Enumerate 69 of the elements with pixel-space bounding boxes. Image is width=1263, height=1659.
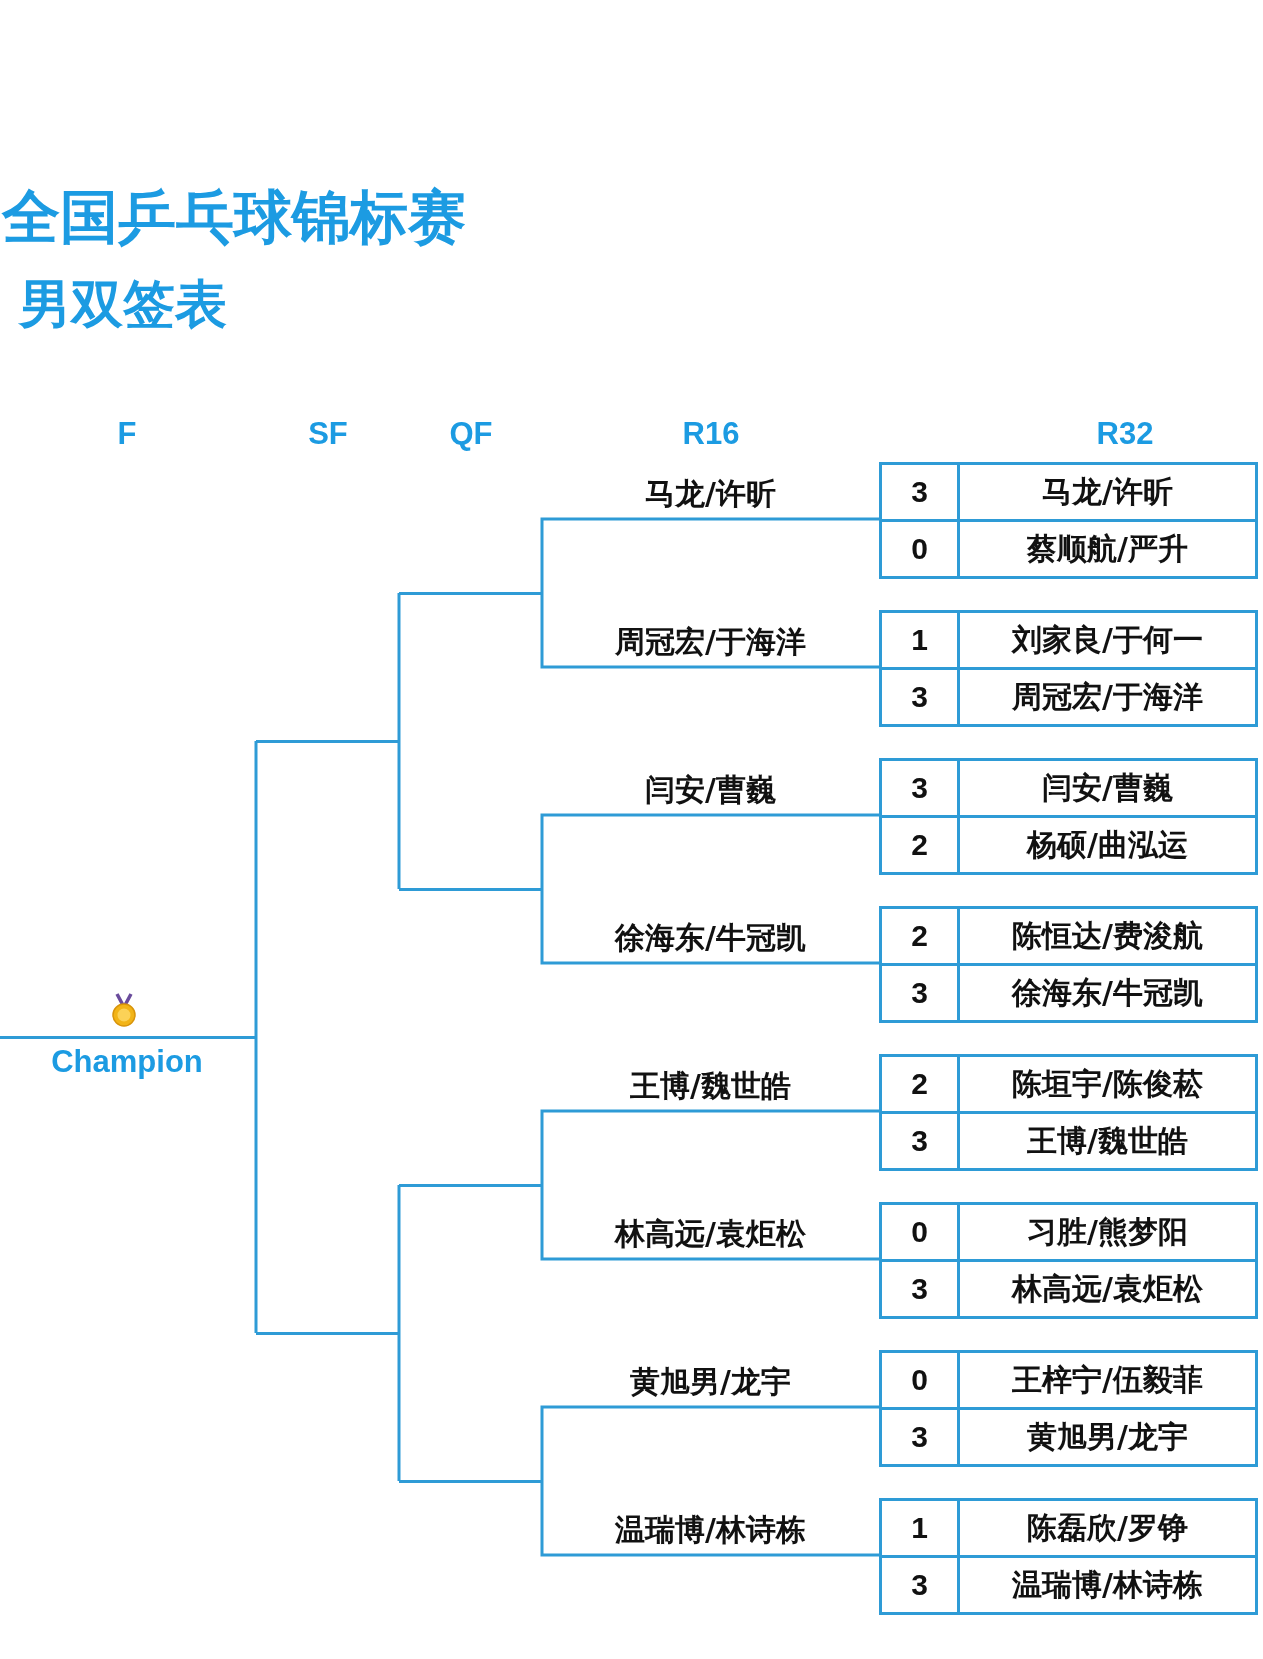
- name-cell: 马龙/许昕: [958, 463, 1257, 521]
- score-cell: 1: [880, 1499, 959, 1557]
- bracket-line: [397, 1183, 401, 1333]
- name-cell: 周冠宏/于海洋: [958, 668, 1257, 726]
- bracket-line: [399, 887, 542, 891]
- name-cell: 陈垣宇/陈俊菘: [958, 1055, 1257, 1113]
- score-cell: 2: [880, 907, 959, 965]
- winner-name: 林高远/袁炬松: [611, 1216, 810, 1251]
- match-table: [879, 906, 1258, 1023]
- score-cell: 3: [880, 1556, 959, 1614]
- name-cell: 刘家良/于何一: [958, 611, 1257, 669]
- column-header: QF: [449, 416, 493, 452]
- name-cell: 林高远/袁炬松: [958, 1260, 1257, 1318]
- bracket-line: [540, 813, 879, 889]
- match-table: [879, 1498, 1258, 1615]
- bracket-line: [254, 739, 258, 1037]
- column-header: R16: [682, 416, 740, 452]
- match-table: [879, 1350, 1258, 1467]
- bracket-line: [540, 889, 879, 965]
- bracket-line: [540, 1185, 879, 1261]
- bracket-line: [254, 1037, 258, 1335]
- match-table: [879, 1054, 1258, 1171]
- match-table: [879, 462, 1258, 579]
- bracket-line: [399, 1479, 542, 1483]
- name-cell: 王梓宁/伍毅菲: [958, 1351, 1257, 1409]
- score-cell: 2: [880, 1055, 959, 1113]
- score-cell: 0: [880, 1203, 959, 1261]
- bracket-line: [256, 1331, 399, 1335]
- name-cell: 蔡顺航/严升: [958, 520, 1257, 578]
- score-cell: 3: [880, 759, 959, 817]
- bracket-line: [540, 593, 879, 669]
- score-cell: 0: [880, 1351, 959, 1409]
- score-cell: 3: [880, 1260, 959, 1318]
- bracket-line: [397, 741, 401, 891]
- name-cell: 习胜/熊梦阳: [958, 1203, 1257, 1261]
- bracket-line: [397, 591, 401, 741]
- subtitle: 男双签表: [19, 276, 227, 334]
- title: 全国乒乓球锦标赛: [2, 186, 466, 250]
- bracket-line: [540, 1109, 879, 1185]
- name-cell: 黄旭男/龙宇: [958, 1408, 1257, 1466]
- bracket-line: [399, 1183, 542, 1187]
- bracket-line: [540, 1481, 879, 1557]
- champion-label: Champion: [51, 1045, 203, 1080]
- match-table: [879, 758, 1258, 875]
- match-table: [879, 1202, 1258, 1319]
- score-cell: 3: [880, 1408, 959, 1466]
- score-cell: 1: [880, 611, 959, 669]
- score-cell: 3: [880, 463, 959, 521]
- bracket-line: [540, 517, 879, 593]
- score-cell: 3: [880, 1112, 959, 1170]
- bracket-line: [399, 591, 542, 595]
- name-cell: 徐海东/牛冠凯: [958, 964, 1257, 1022]
- name-cell: 温瑞博/林诗栋: [958, 1556, 1257, 1614]
- score-cell: 0: [880, 520, 959, 578]
- score-cell: 3: [880, 668, 959, 726]
- name-cell: 王博/魏世皓: [958, 1112, 1257, 1170]
- name-cell: 陈恒达/费浚航: [958, 907, 1257, 965]
- column-header: SF: [308, 416, 348, 452]
- score-cell: 3: [880, 964, 959, 1022]
- name-cell: 杨硕/曲泓运: [958, 816, 1257, 874]
- column-header: F: [117, 416, 137, 452]
- match-table: [879, 610, 1258, 727]
- bracket-line: [256, 739, 399, 743]
- name-cell: 陈磊欣/罗铮: [958, 1499, 1257, 1557]
- column-header: R32: [1096, 416, 1154, 452]
- score-cell: 2: [880, 816, 959, 874]
- name-cell: 闫安/曹巍: [958, 759, 1257, 817]
- bracket-line: [540, 1405, 879, 1481]
- bracket-line: [397, 1333, 401, 1483]
